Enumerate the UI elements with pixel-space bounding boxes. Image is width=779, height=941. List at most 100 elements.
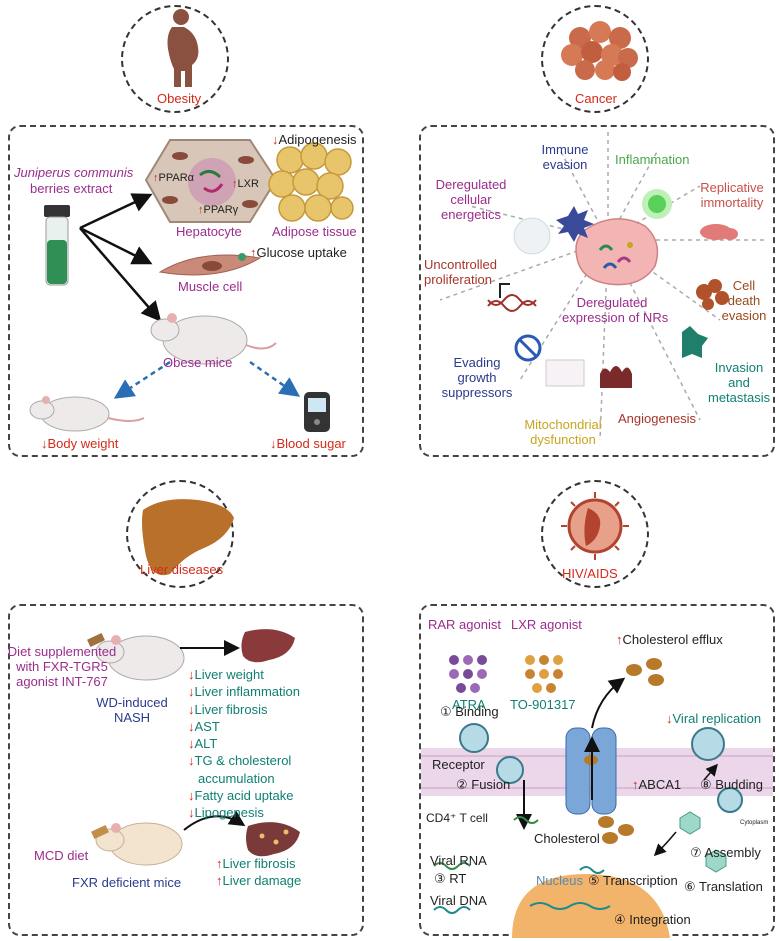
cytoplasm-label: Cytoplasm <box>740 820 769 826</box>
transcription-label: ⑤ Transcription <box>588 873 678 888</box>
extract-tube-icon <box>44 205 70 286</box>
cell-death-icon <box>696 279 729 310</box>
effect-liver-weight: ↓Liver weight <box>188 667 264 682</box>
liver-small-icon-1 <box>241 629 295 663</box>
cd4-label: CD4⁺ T cell <box>426 811 488 825</box>
virus-fusion-icon <box>496 756 524 784</box>
assembly-hexagon-icon <box>679 811 701 835</box>
invasion-cell-icon <box>682 326 708 358</box>
hiv-virus-icon <box>561 492 629 560</box>
effect-tg-cholesterol: ↓TG & cholesterol <box>188 753 292 769</box>
glucometer-icon <box>304 392 330 432</box>
liver-small-icon-2 <box>246 822 300 857</box>
mcd-label: MCD diet <box>34 848 89 863</box>
fxr-mice-label: FXR deficient mice <box>72 875 182 890</box>
viral-dna-strand <box>433 906 471 914</box>
deregulated-cell-icon <box>575 218 659 286</box>
obesity-silhouette-icon <box>167 9 199 87</box>
to-molecule-icon <box>525 655 563 693</box>
obese-mouse-icon <box>150 313 277 365</box>
effect-accumulation: accumulation <box>198 770 275 786</box>
atra-label: ATRA <box>452 697 486 712</box>
virus-assembly-icon <box>717 787 743 813</box>
effect-ast: ↓AST <box>188 718 220 734</box>
adipose-tissue-icon <box>268 142 354 222</box>
extract-name: Juniperus communis <box>14 165 134 180</box>
hepatocyte-label: Hepatocyte <box>176 224 242 239</box>
adipose-label: Adipose tissue <box>272 224 357 239</box>
mouse-wd-icon <box>87 632 185 681</box>
assembly-label: ⑦ Assembly <box>690 845 761 860</box>
viral-dna-label: Viral DNA <box>430 893 487 908</box>
effect-alt: ↓ALT <box>188 736 218 752</box>
blood-sugar-label: ↓Blood sugar <box>270 436 346 451</box>
body-weight-label: ↓Body weight <box>41 436 119 451</box>
proliferation-dna-icon <box>487 283 537 312</box>
receptor-label: Receptor <box>432 757 485 772</box>
stop-icon <box>514 334 542 362</box>
cholesterol-label: Cholesterol <box>534 831 600 846</box>
budding-label: ⑧ Budding <box>700 777 763 792</box>
cancer-title: Cancer <box>575 91 617 106</box>
liver-effects-list: ↓Liver weight ↓Liver inflammation ↓Liver… <box>188 666 300 822</box>
efflux-cholesterol-dots <box>626 658 664 686</box>
angiogenesis-label: Angiogenesis <box>618 411 697 426</box>
translation-hexagon-icon <box>705 849 727 873</box>
effect-liver-fibrosis: ↓Liver fibrosis <box>188 701 268 717</box>
viral-replication-label: ↓Viral replication <box>666 711 762 726</box>
efflux-label: ↑Cholesterol efflux <box>616 632 723 647</box>
binding-label: ① Binding <box>440 704 499 719</box>
virus-budding-icon <box>691 727 725 761</box>
replicative-icon <box>700 224 738 240</box>
liver-title: Liver diseases <box>140 562 224 577</box>
immune-cell-icon <box>556 206 594 242</box>
effect-liver-inflammation: ↓Liver inflammation <box>188 684 300 700</box>
liver-panel <box>8 604 364 936</box>
ppar-alpha-label: ↑PPARα <box>153 172 194 184</box>
mcd-damage-label: ↑Liver damage <box>216 873 302 888</box>
obesity-panel <box>8 125 364 457</box>
adipogenesis-label: ↓Adipogenesis <box>272 132 357 147</box>
transcribed-rna-strand <box>579 866 605 874</box>
lxr-agonist-label: LXR agonist <box>511 617 582 632</box>
abca1-label: ↑ABCA1 <box>632 777 682 792</box>
translation-label: ⑥ Translation <box>684 879 763 894</box>
energetics-icon <box>513 217 551 255</box>
thin-mouse-icon <box>29 396 145 432</box>
released-rna-strand <box>513 816 539 824</box>
atra-molecule-icon <box>449 655 487 693</box>
virus-binding-icon <box>459 723 489 753</box>
obese-mice-label: Obese mice <box>163 355 233 370</box>
cancer-cells-icon <box>561 21 638 81</box>
mitochondrial-icon <box>545 359 585 387</box>
obesity-title: Obesity <box>157 91 202 106</box>
inflammation-icon <box>642 189 672 219</box>
integration-label: ④ Integration <box>614 912 691 927</box>
lxr-label: ↑LXR <box>232 178 259 190</box>
cholesterol-dots <box>598 816 634 844</box>
cancer-panel <box>419 125 775 457</box>
angiogenesis-icon <box>600 366 632 388</box>
nucleus-label: Nucleus <box>536 873 583 888</box>
effect-fatty-acid: ↓Fatty acid uptake <box>188 788 294 804</box>
liver-icon <box>142 499 234 576</box>
fusion-label: ② Fusion <box>456 777 511 792</box>
muscle-label: Muscle cell <box>178 279 243 294</box>
ppar-gamma-label: ↑PPARγ <box>198 204 239 216</box>
viral-rna-label: Viral RNA <box>430 853 487 868</box>
mouse-fxr-icon <box>91 822 183 866</box>
mcd-fibrosis-label: ↑Liver fibrosis <box>216 856 296 871</box>
viral-rna-strand <box>433 862 471 870</box>
extract-label: berries extract <box>30 181 113 196</box>
